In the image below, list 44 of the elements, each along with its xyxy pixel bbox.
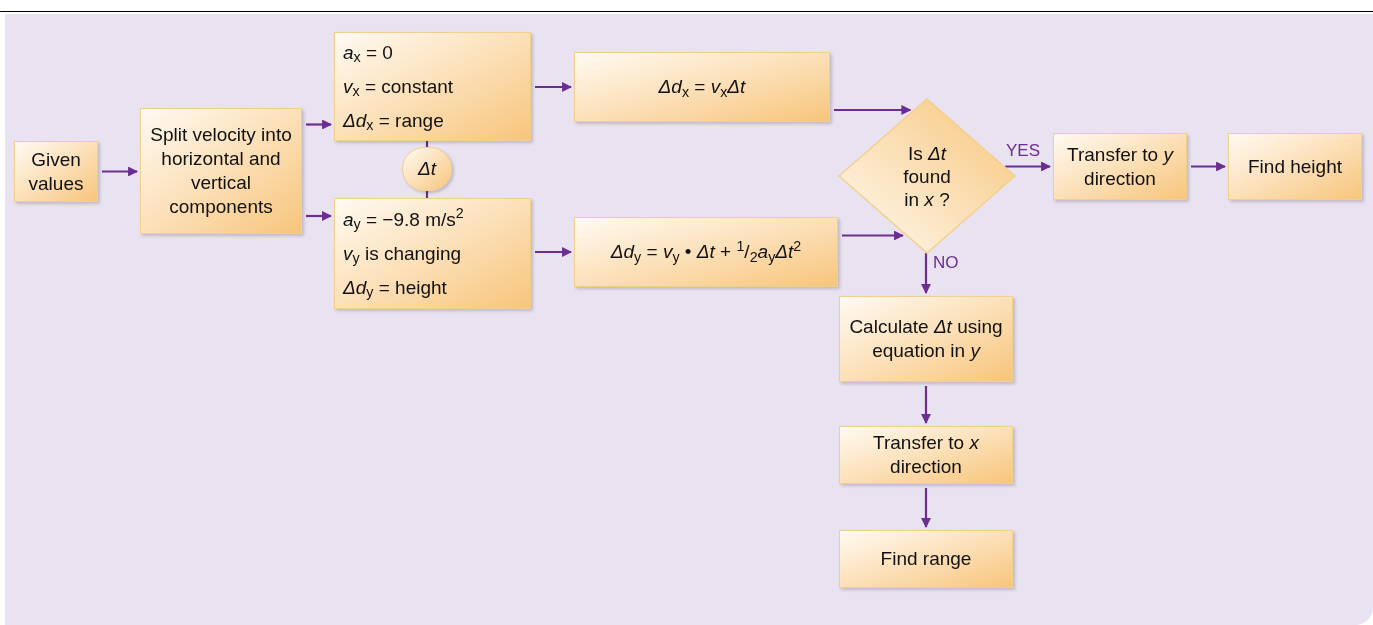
box-text: Calculate Δt using equation in y	[848, 315, 1004, 363]
arrow	[842, 230, 904, 241]
process-box	[14, 141, 98, 202]
process-box	[839, 530, 1013, 588]
process-box	[839, 296, 1013, 382]
box-text: Split velocity into horizontal and vertical components	[149, 123, 293, 219]
arrow	[834, 105, 912, 115]
box-text: v$_{y}$ is changing	[343, 241, 462, 269]
connector-line	[425, 191, 429, 198]
arrow	[535, 247, 572, 257]
arrow	[921, 488, 931, 528]
connector-line	[425, 141, 429, 147]
edge-label: NO	[932, 254, 960, 271]
arrow	[102, 166, 138, 177]
box-text: Is Δt found in x ?	[902, 141, 952, 211]
box-text: Transfer to x direction	[872, 431, 981, 479]
arrow	[306, 211, 332, 221]
process-box	[140, 108, 302, 234]
box-text: v$_{x}$ = constant	[343, 74, 454, 102]
arrow	[921, 386, 931, 424]
box-text: Given values	[27, 147, 85, 196]
box-text: Find height	[1248, 154, 1342, 179]
box-text: Δt	[418, 157, 436, 181]
box-text: a$_{y}$ = −9.8 m/s$^{2}$	[343, 204, 464, 235]
process-box	[1053, 133, 1187, 200]
process-box	[839, 426, 1013, 484]
box-text: a$_{x}$ = 0	[343, 40, 393, 68]
box-text: Δd$_{x}$ = v$_{x}$Δt	[658, 75, 746, 99]
arrow	[306, 119, 332, 130]
process-box	[1228, 133, 1362, 200]
process-box	[334, 32, 531, 141]
process-box	[334, 198, 531, 309]
arrow	[535, 82, 572, 92]
box-text: Transfer to y direction	[1066, 142, 1175, 191]
process-box	[574, 52, 830, 122]
arrow	[1191, 161, 1226, 172]
edge-label: YES	[1005, 142, 1042, 159]
box-text: Δd$_{x}$ = range	[343, 108, 444, 136]
arrow	[1005, 161, 1051, 172]
arrow	[921, 253, 931, 294]
box-text: Δd$_{y}$ = v$_{y}$ • Δt + $^{1}$/$_{2}$a$_{y}$Δt$^{2}$	[610, 240, 802, 264]
box-text: Δd$_{y}$ = height	[343, 275, 447, 303]
box-text: Find range	[880, 547, 972, 571]
process-box	[574, 217, 838, 287]
